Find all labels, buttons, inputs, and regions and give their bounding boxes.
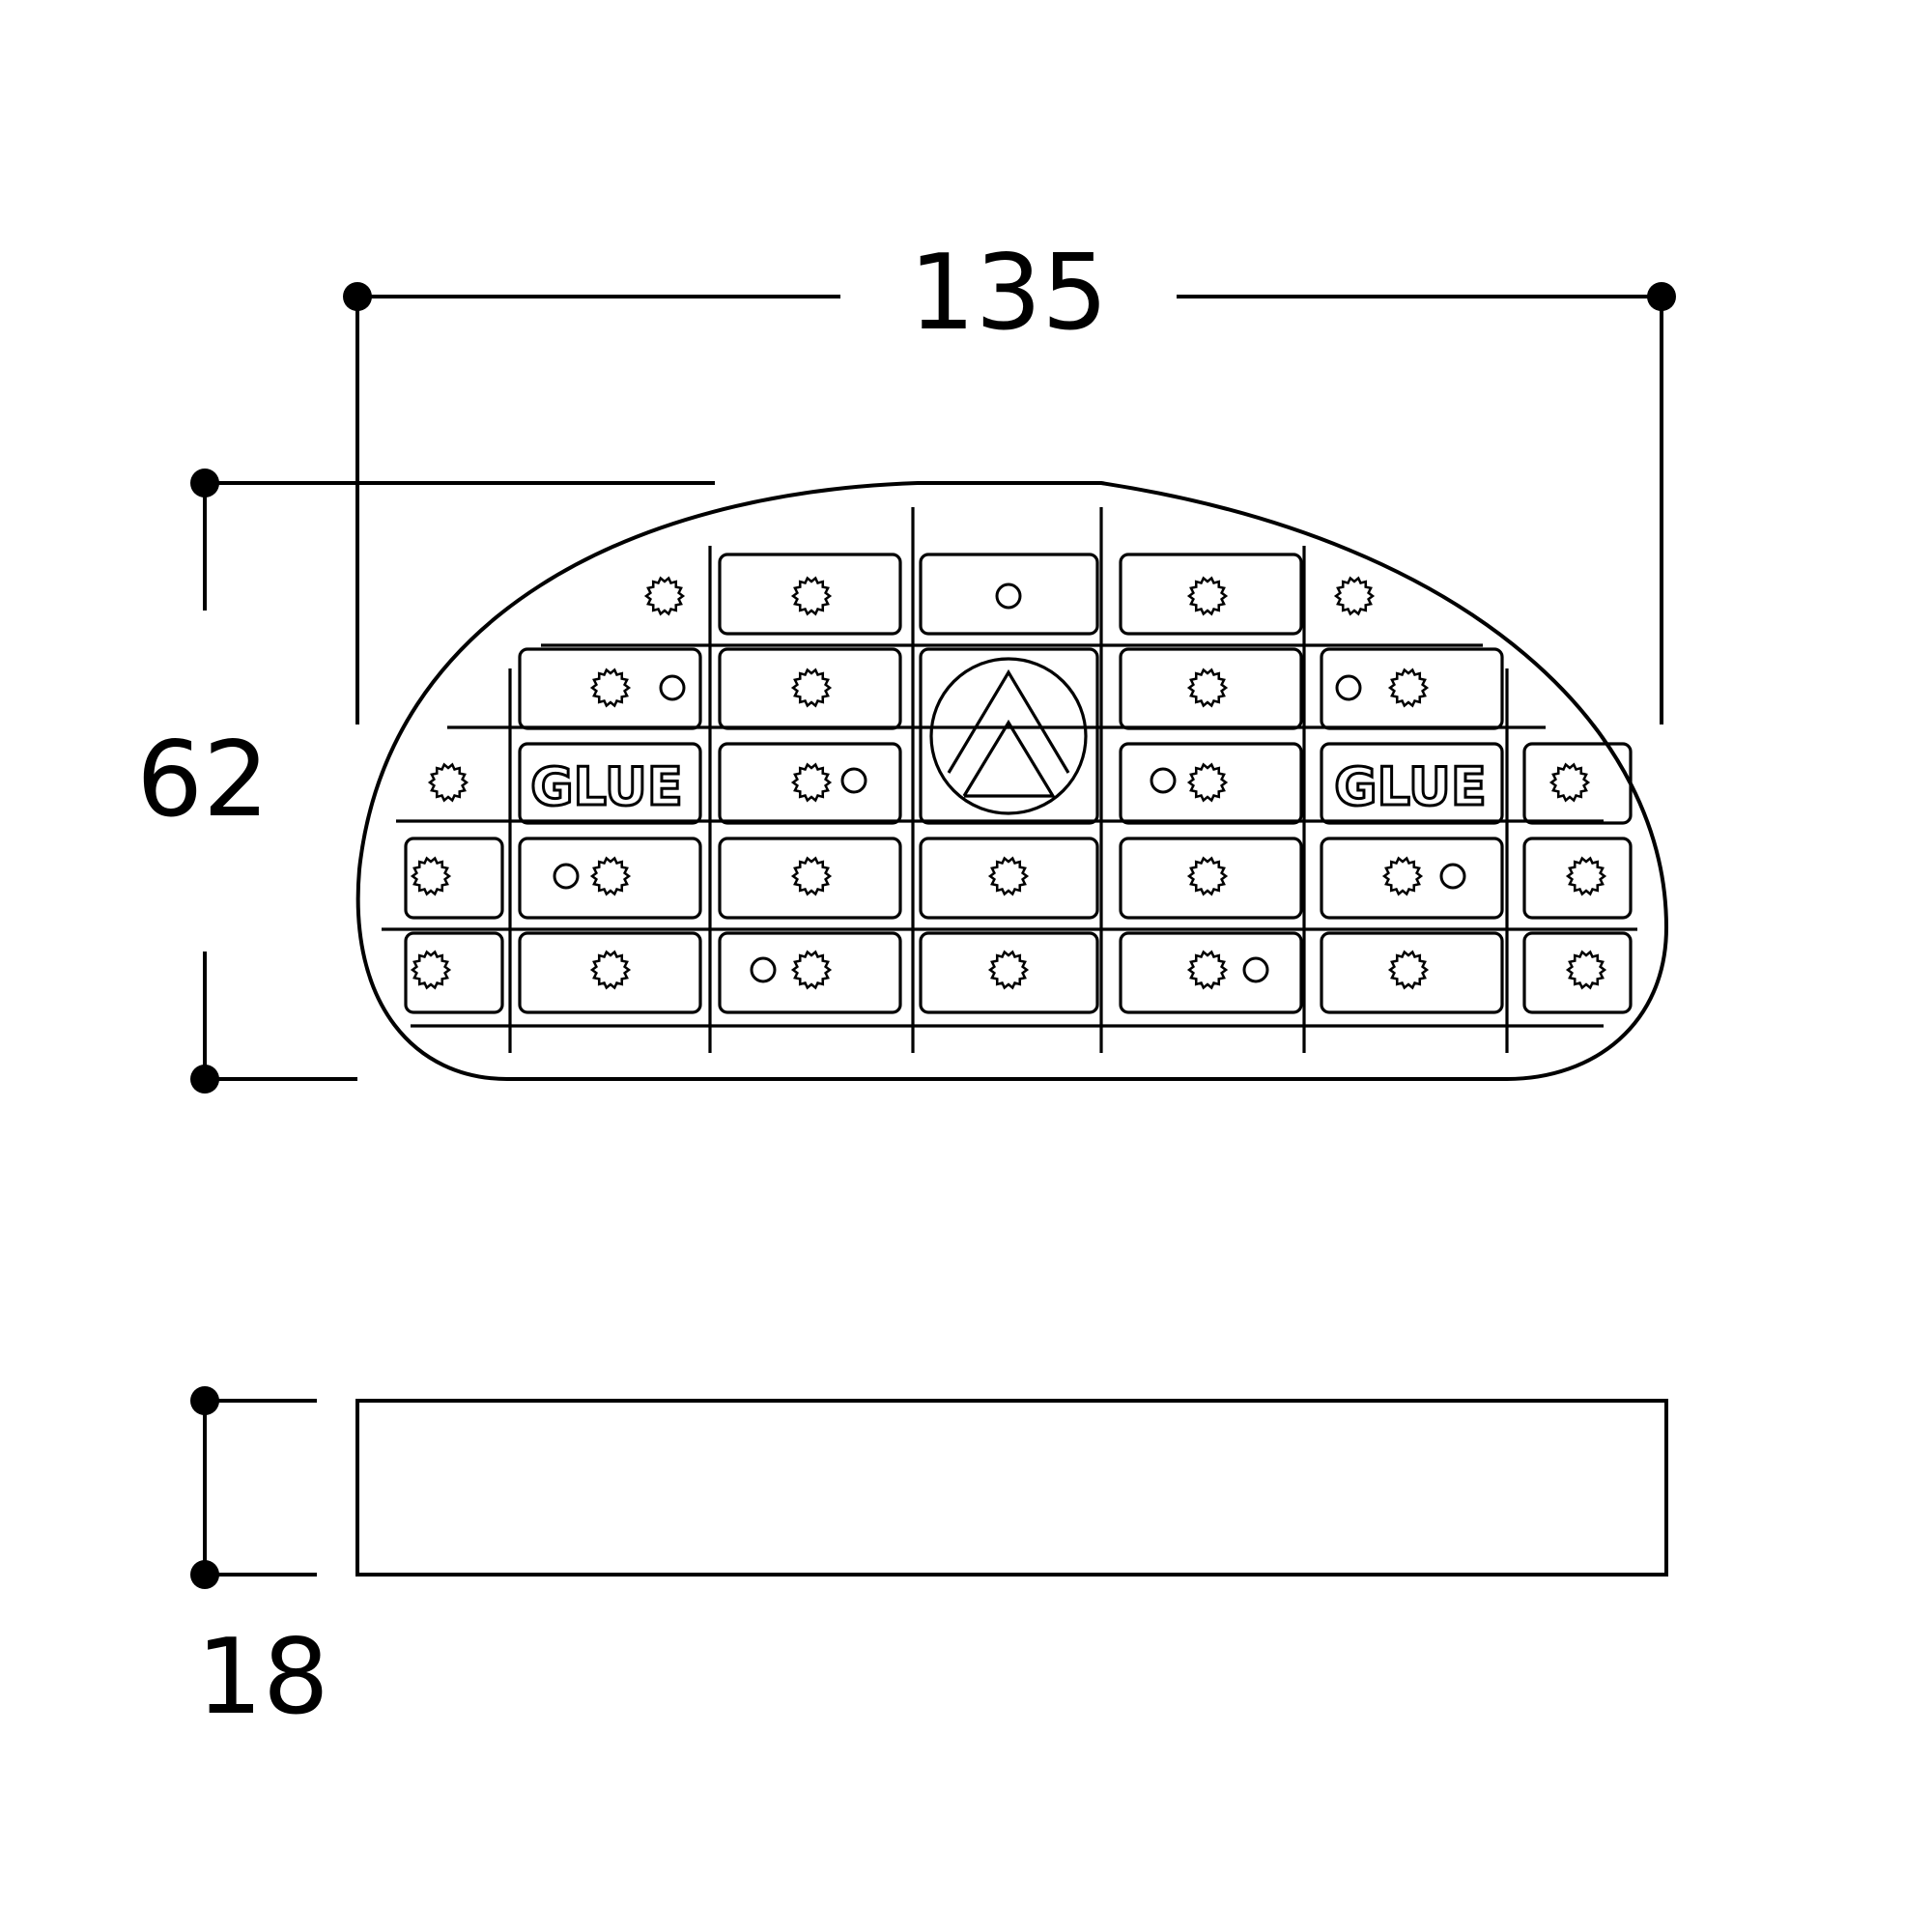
- side-view-outline: [355, 1399, 1668, 1577]
- stud: [589, 856, 632, 896]
- stud: [1186, 762, 1229, 803]
- stud: [1381, 856, 1424, 896]
- stud: [1387, 668, 1430, 708]
- stud: [410, 856, 452, 896]
- hole: [840, 767, 867, 794]
- stud: [987, 950, 1030, 990]
- hole: [553, 863, 580, 890]
- stud: [589, 668, 632, 708]
- width-dimension-label: 135: [909, 233, 1108, 354]
- glue-label-left: GLUE: [530, 756, 683, 817]
- stud: [1186, 668, 1229, 708]
- stud: [1333, 576, 1376, 616]
- stud: [1186, 856, 1229, 896]
- hole: [1439, 863, 1466, 890]
- stud: [790, 576, 833, 616]
- stud: [790, 762, 833, 803]
- stud: [1186, 950, 1229, 990]
- stud: [790, 950, 833, 990]
- height-dimension: 18: [190, 1386, 329, 1738]
- studs: [410, 576, 1607, 990]
- hole: [995, 582, 1022, 610]
- width-dimension: 135: [343, 233, 1676, 724]
- hole: [1335, 674, 1362, 701]
- depth-dimension: 62: [136, 469, 715, 1094]
- stud: [790, 856, 833, 896]
- stud: [1565, 950, 1607, 990]
- stud: [1565, 856, 1607, 896]
- grid-ribs: [382, 507, 1637, 1053]
- stud: [790, 668, 833, 708]
- glue-label-right: GLUE: [1334, 756, 1487, 817]
- stud: [410, 950, 452, 990]
- pad-side-view: [355, 1399, 1668, 1577]
- cells: [404, 553, 1633, 1014]
- height-dim-dot-bottom: [190, 1560, 219, 1589]
- height-dimension-label: 18: [196, 1617, 328, 1738]
- triangle-arrow-logo-icon: [929, 657, 1088, 815]
- stud: [1186, 576, 1229, 616]
- hole: [1150, 767, 1177, 794]
- depth-dimension-label: 62: [136, 720, 269, 840]
- height-dim-dot-top: [190, 1386, 219, 1415]
- holes: [553, 582, 1466, 983]
- hole: [750, 956, 777, 983]
- hole: [1242, 956, 1269, 983]
- stud: [987, 856, 1030, 896]
- stud: [643, 576, 686, 616]
- stud: [589, 950, 632, 990]
- stud: [427, 762, 469, 803]
- stud: [1387, 950, 1430, 990]
- stud: [1548, 762, 1591, 803]
- pad-top-view: GLUE GLUE: [355, 481, 1669, 1081]
- hole: [659, 674, 686, 701]
- pad-outline: [355, 481, 1669, 1081]
